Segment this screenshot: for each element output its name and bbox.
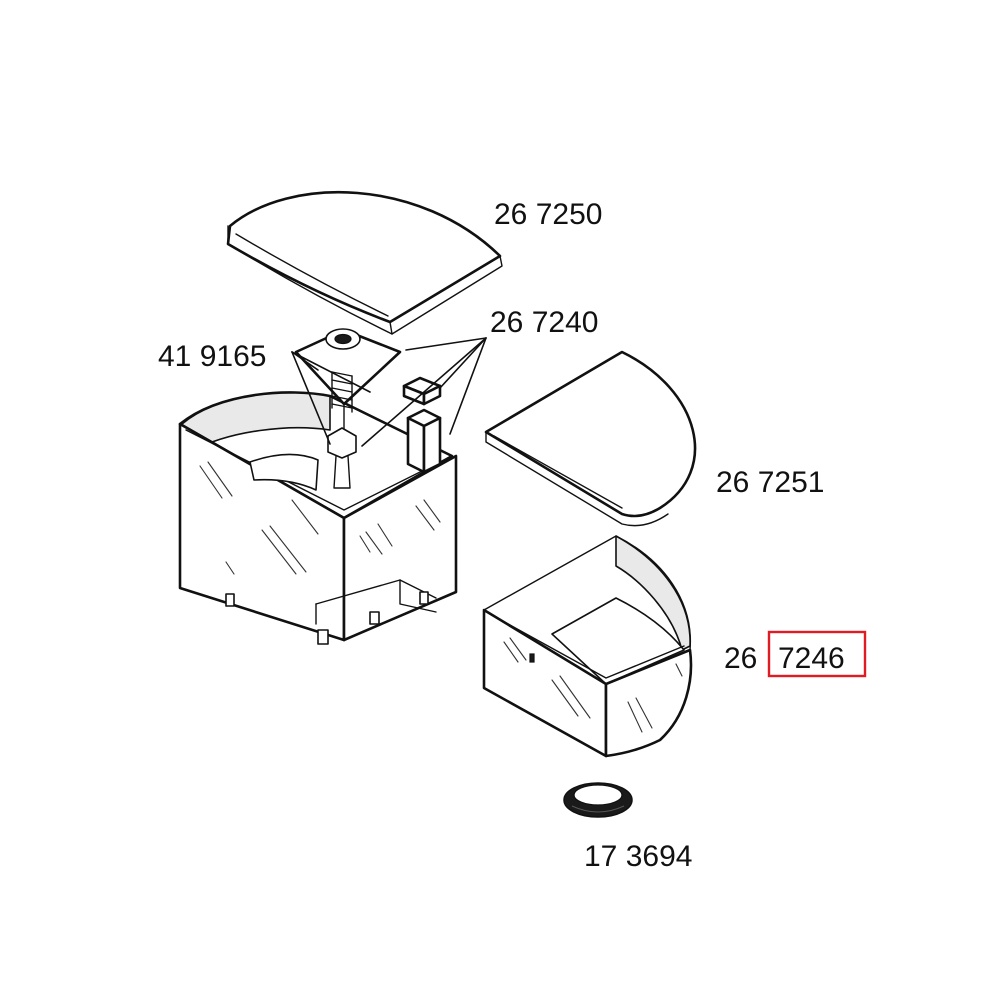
spring-valve-part[interactable]: [327, 371, 357, 489]
label-seal-ring: 17 3694: [584, 840, 692, 873]
label-container-number: 7246: [778, 642, 845, 675]
label-lid-top: 26 7250: [494, 198, 602, 231]
label-container-prefix: 26: [724, 642, 757, 675]
leader-lines: [291, 337, 487, 447]
label-lid-front: 26 7251: [716, 466, 824, 499]
main-housing: [178, 391, 458, 645]
seal-ring-part[interactable]: [563, 782, 633, 818]
front-container-part[interactable]: [482, 535, 693, 758]
lid-top-part[interactable]: [226, 190, 503, 335]
lid-front-part[interactable]: [484, 350, 697, 527]
holder-parts[interactable]: [402, 376, 442, 474]
label-holder-parts: 26 7240: [490, 306, 598, 339]
label-spring-valve: 41 9165: [158, 340, 266, 373]
center-divider: [294, 328, 402, 441]
highlight-box: [767, 630, 867, 678]
